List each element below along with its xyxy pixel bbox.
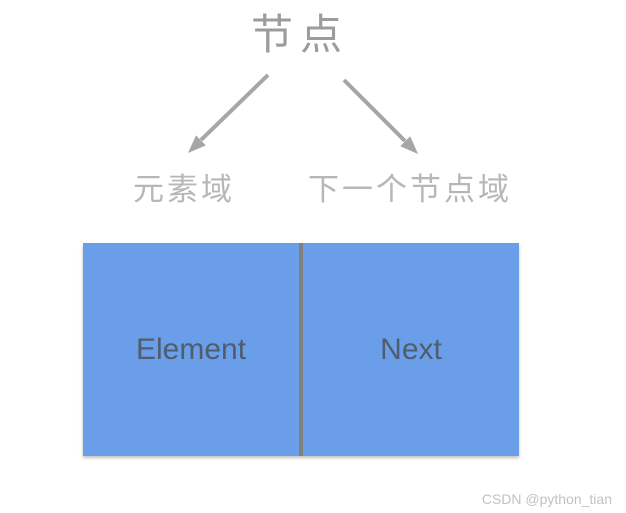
- next-node-field-label: 下一个节点域: [308, 172, 512, 207]
- element-field-label: 元素域: [133, 172, 235, 207]
- arrow-down-right-icon: [342, 78, 418, 154]
- node-box: Element Next: [83, 243, 519, 456]
- watermark: CSDN @python_tian: [481, 491, 612, 507]
- cell-divider: [299, 243, 303, 456]
- element-cell: Element: [135, 332, 247, 366]
- arrow-down-left-icon: [188, 73, 270, 153]
- next-cell: Next: [380, 332, 442, 366]
- node-title: 节点: [250, 11, 349, 58]
